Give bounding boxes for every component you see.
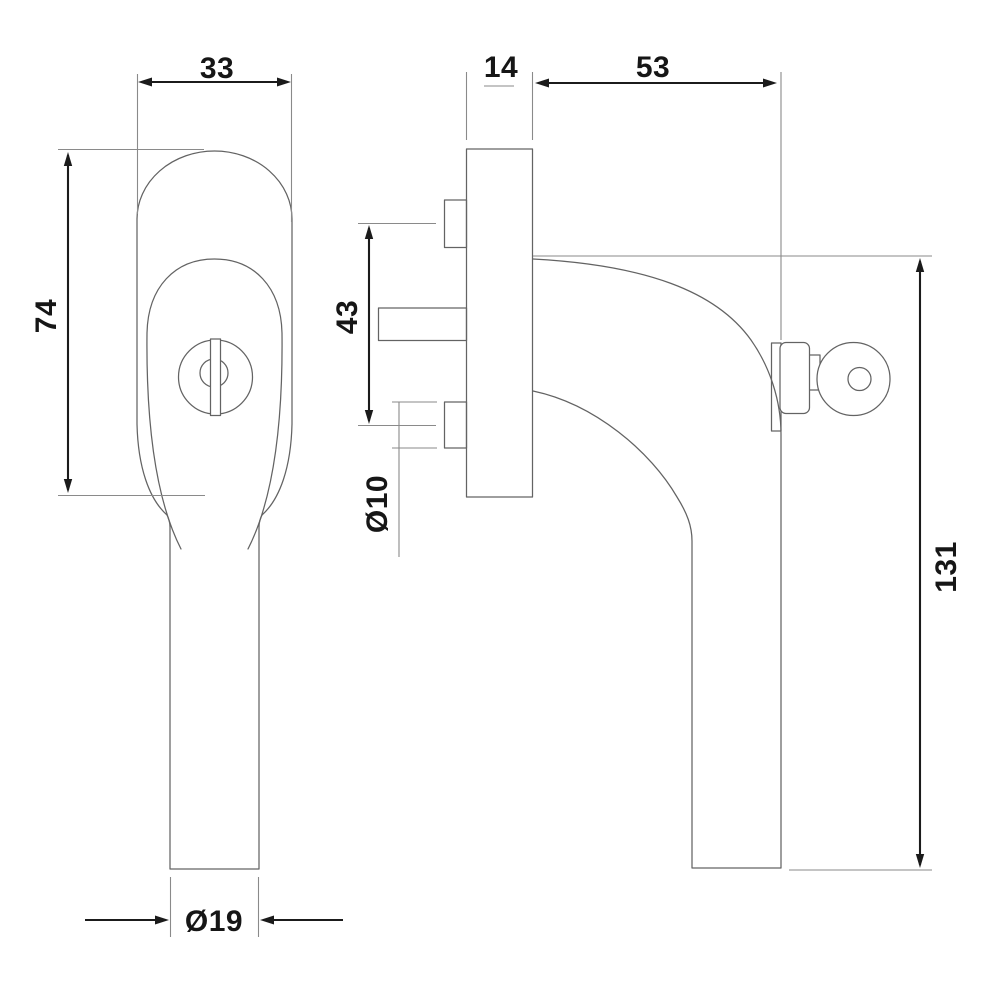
side-view xyxy=(377,148,891,869)
dim-handle-projection-arrow-left xyxy=(535,78,549,88)
dim-overall-length: 131 xyxy=(533,255,963,871)
dim-backplate-depth: 14 xyxy=(465,51,534,140)
backplate xyxy=(465,148,534,498)
key-bow-hole xyxy=(847,366,872,392)
lock-body xyxy=(779,341,811,415)
dim-grip-diameter-arrow-right xyxy=(260,915,274,925)
keyhole-slot xyxy=(209,338,222,417)
dim-head-width-arrow-right xyxy=(277,77,291,87)
dim-fixing-centres-arrow-bottom xyxy=(364,410,374,424)
screw-bottom xyxy=(443,401,468,449)
dim-fixing-diameter: Ø10 xyxy=(361,401,437,557)
side-handle-profile xyxy=(532,258,782,869)
dim-grip-diameter-label: Ø19 xyxy=(185,905,243,938)
dim-overall-length-label: 131 xyxy=(930,541,963,593)
dim-head-width: 33 xyxy=(136,52,293,222)
dim-head-length: 74 xyxy=(30,148,205,497)
dim-fixing-centres-arrow-top xyxy=(364,225,374,239)
dim-overall-length-arrow-bottom xyxy=(915,854,925,868)
dim-handle-projection-arrow-right xyxy=(763,78,777,88)
dim-fixing-centres-label: 43 xyxy=(331,300,364,334)
key-bow xyxy=(816,341,891,417)
dim-head-width-arrow-left xyxy=(138,77,152,87)
front-view xyxy=(136,150,293,870)
dim-handle-projection: 53 xyxy=(535,51,782,340)
dim-head-width-label: 33 xyxy=(200,52,234,85)
dim-handle-projection-label: 53 xyxy=(636,51,670,84)
dim-overall-length-arrow-top xyxy=(915,258,925,272)
spindle xyxy=(377,307,468,342)
dim-grip-diameter: Ø19 xyxy=(85,877,343,938)
dim-fixing-centres: 43 xyxy=(331,222,436,427)
dim-head-length-arrow-bottom xyxy=(63,479,73,493)
dim-head-length-arrow-top xyxy=(63,152,73,166)
dim-head-length-label: 74 xyxy=(30,299,63,333)
front-inner-contour xyxy=(146,258,283,550)
dim-backplate-depth-label: 14 xyxy=(484,51,518,84)
screw-top xyxy=(443,199,468,249)
dim-fixing-diameter-label: Ø10 xyxy=(361,475,394,533)
dim-grip-diameter-arrow-left xyxy=(155,915,169,925)
